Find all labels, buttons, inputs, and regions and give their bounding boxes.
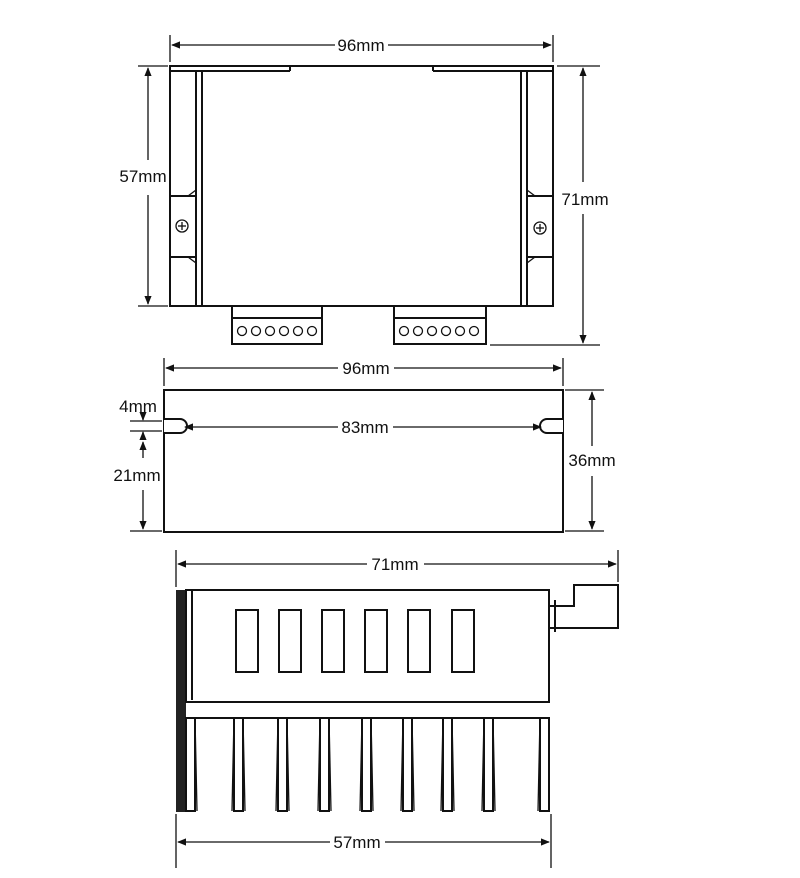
connector-slot [235, 609, 259, 673]
connector-slot [451, 609, 475, 673]
heatsink-fin [277, 717, 288, 812]
end-total-width-dimension: 71mm [177, 555, 617, 574]
hole-spacing-label: 83mm [341, 418, 388, 437]
end-view: 71mm [175, 550, 619, 868]
screw-icon [175, 219, 189, 233]
heatsink-fin [319, 717, 330, 812]
side-width-label: 96mm [342, 359, 389, 378]
heatsink-fin [185, 717, 196, 812]
slot-offset-label: 4mm [119, 397, 157, 416]
top-view: 96mm 57mm 71mm [119, 35, 609, 346]
right-terminal-block [393, 305, 487, 345]
end-total-width-label: 71mm [371, 555, 418, 574]
heatsink-fin [402, 717, 413, 812]
slot-offset-dimension: 4mm [119, 397, 157, 441]
screw-icon [533, 221, 547, 235]
heatsink-fin [361, 717, 372, 812]
end-base-width-label: 57mm [333, 833, 380, 852]
connector-slot [278, 609, 302, 673]
connector-slot [321, 609, 345, 673]
end-base-width-dimension: 57mm [177, 833, 550, 852]
top-width-label: 96mm [337, 36, 384, 55]
top-width-dimension: 96mm [171, 36, 552, 55]
top-inner-height-dimension: 57mm [119, 67, 167, 305]
left-mount-flange [170, 71, 203, 306]
top-total-height-label: 71mm [561, 190, 608, 209]
right-mount-flange [520, 71, 553, 306]
side-body-outline [163, 389, 564, 533]
heatsink-fin [483, 717, 494, 812]
left-mount-slot [164, 418, 188, 434]
side-width-dimension: 96mm [165, 359, 562, 378]
top-inner-height-label: 57mm [119, 167, 166, 186]
hole-to-bottom-dimension: 21mm [113, 441, 161, 530]
side-view: 96mm 83mm 4mm 21mm 36mm [113, 358, 616, 533]
driver-body-outline [169, 65, 554, 307]
hole-spacing-dimension: 83mm [184, 418, 542, 437]
connector-slot [407, 609, 431, 673]
left-terminal-block [231, 305, 323, 345]
connector-slot [364, 609, 388, 673]
heatsink-fin [442, 717, 453, 812]
side-height-label: 36mm [568, 451, 615, 470]
heatsink-profile [176, 584, 619, 812]
heatsink-fin [233, 717, 244, 812]
hole-to-bottom-label: 21mm [113, 466, 160, 485]
heatsink-fin [539, 717, 550, 812]
connector-tab [549, 584, 619, 632]
side-height-dimension: 36mm [568, 391, 616, 530]
top-total-height-dimension: 71mm [561, 67, 609, 344]
right-mount-slot [539, 418, 563, 434]
